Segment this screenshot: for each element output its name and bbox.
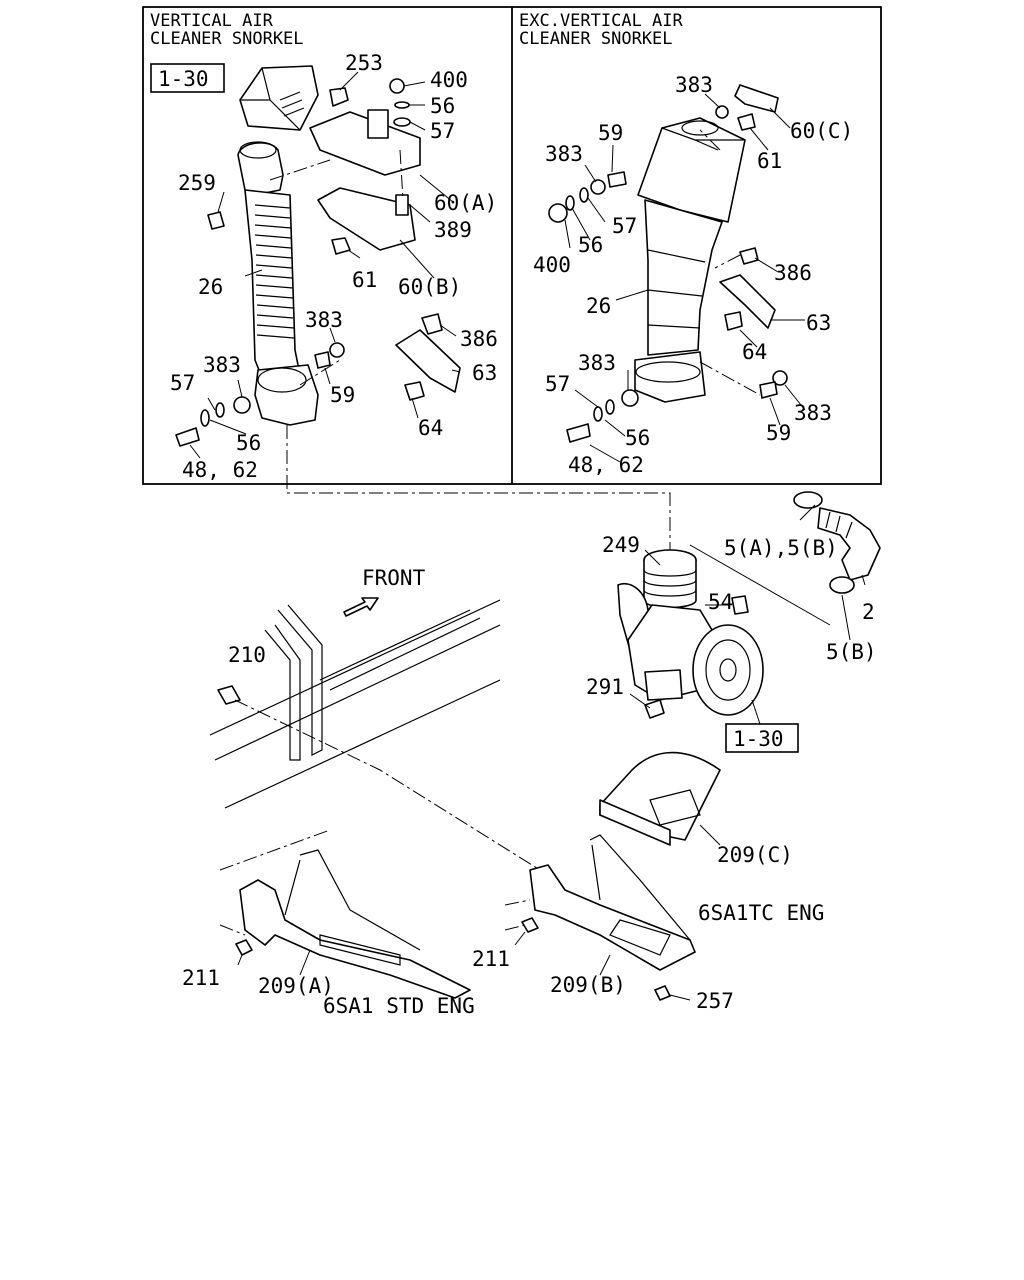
callout-5b: 5(B): [826, 640, 877, 664]
callout-209b: 209(B): [550, 973, 626, 997]
reference-box-left[interactable]: 1-30: [150, 63, 225, 93]
eng-std-note: 6SA1 STD ENG: [323, 994, 475, 1018]
callout-left-26: 26: [198, 275, 223, 299]
right-panel-title-1: EXC.VERTICAL AIR: [519, 11, 684, 31]
callout-right-59b: 59: [766, 421, 791, 445]
front-arrow: [343, 597, 379, 617]
left-panel-title-1: VERTICAL AIR: [150, 11, 274, 31]
callout-257: 257: [696, 989, 734, 1013]
callout-right-57: 57: [612, 214, 637, 238]
callout-left-383b: 383: [203, 353, 241, 377]
callout-left-383a: 383: [305, 308, 343, 332]
callout-2: 2: [862, 600, 875, 624]
air-cleaner-assembly: [617, 491, 881, 719]
callout-left-259: 259: [178, 171, 216, 195]
callout-right-383c: 383: [578, 351, 616, 375]
lower-callouts: 249 5(A),5(B) 54 2 5(B) 291: [586, 533, 877, 699]
callout-left-56: 56: [430, 94, 455, 118]
left-callouts: 253 400 56 57 60(A) 389 60(B) 61 259 26 …: [170, 51, 498, 482]
callout-left-400: 400: [430, 68, 468, 92]
callout-209a: 209(A): [258, 974, 334, 998]
reference-box-bottom-label: 1-30: [733, 727, 784, 751]
callout-left-389: 389: [434, 218, 472, 242]
callout-left-386: 386: [460, 327, 498, 351]
panel-frames: [142, 6, 882, 485]
callout-right-48-62: 48, 62: [568, 453, 644, 477]
bracket-209b: [504, 834, 696, 1001]
callout-left-57: 57: [430, 119, 455, 143]
callout-right-64: 64: [742, 340, 767, 364]
callout-right-26: 26: [586, 294, 611, 318]
callout-left-48-62: 48, 62: [182, 458, 258, 482]
callout-right-383d: 383: [794, 401, 832, 425]
callout-left-57b: 57: [170, 371, 195, 395]
callout-left-60a: 60(A): [434, 191, 497, 215]
callout-left-253: 253: [345, 51, 383, 75]
connection-line: [286, 425, 671, 570]
callout-54: 54: [708, 590, 733, 614]
callout-right-383b: 383: [545, 142, 583, 166]
callout-right-63: 63: [806, 311, 831, 335]
callout-right-61: 61: [757, 149, 782, 173]
callout-right-56: 56: [578, 233, 603, 257]
callout-left-63: 63: [472, 361, 497, 385]
reference-box-left-label: 1-30: [158, 67, 209, 91]
callout-291: 291: [586, 675, 624, 699]
callout-right-56b: 56: [625, 426, 650, 450]
callout-left-64: 64: [418, 416, 443, 440]
front-label: FRONT: [362, 566, 426, 590]
callout-5a-5b: 5(A),5(B): [724, 536, 838, 560]
right-snorkel-assembly: [548, 84, 806, 463]
bracket-209c: [599, 751, 721, 846]
chassis-frame: [209, 597, 541, 871]
eng-tc-note: 6SA1TC ENG: [698, 901, 824, 925]
callout-right-386: 386: [774, 261, 812, 285]
callout-left-56b: 56: [236, 431, 261, 455]
callout-left-59: 59: [330, 383, 355, 407]
callout-211b: 211: [472, 947, 510, 971]
left-panel-title-2: CLEANER SNORKEL: [150, 29, 304, 49]
callout-left-60b: 60(B): [398, 275, 461, 299]
callout-210: 210: [228, 643, 266, 667]
callout-right-383a: 383: [675, 73, 713, 97]
right-callouts: 383 60(C) 61 59 383 57 56 400 386 26 63 …: [533, 73, 853, 477]
reference-box-bottom[interactable]: 1-30: [725, 723, 799, 753]
callout-209c: 209(C): [717, 843, 793, 867]
callout-right-60c: 60(C): [790, 119, 853, 143]
callout-211a: 211: [182, 966, 220, 990]
bracket-209a: [219, 829, 471, 999]
callout-right-57b: 57: [545, 372, 570, 396]
callout-right-400: 400: [533, 253, 571, 277]
callout-left-61: 61: [352, 268, 377, 292]
right-panel-title-2: CLEANER SNORKEL: [519, 29, 673, 49]
left-snorkel-assembly: [175, 65, 461, 459]
callout-right-59: 59: [598, 121, 623, 145]
callout-249: 249: [602, 533, 640, 557]
